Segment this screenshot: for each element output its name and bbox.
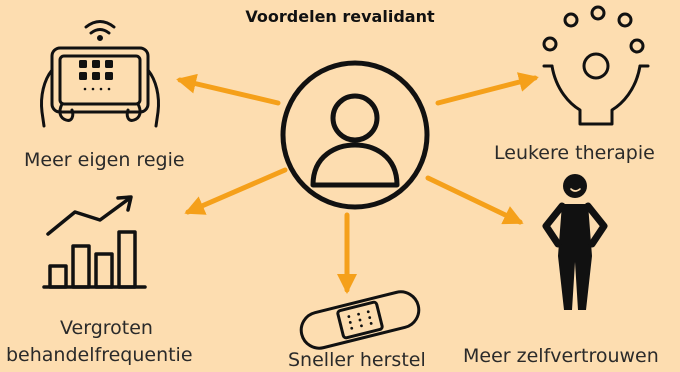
- arrow-to-behandelfrequentie: [184, 167, 288, 215]
- label-sneller-herstel: Sneller herstel: [288, 349, 426, 371]
- label-vergroten: Vergroten: [60, 317, 153, 339]
- label-behandelfrequentie: behandelfrequentie: [6, 344, 193, 366]
- confident-person-icon: [542, 174, 608, 310]
- diagram-title: Voordelen revalidant: [245, 7, 435, 26]
- bandage-icon: [299, 290, 421, 350]
- juggling-person-icon: [542, 5, 650, 126]
- tablet-hands-icon: [40, 20, 160, 128]
- growth-bar-chart-icon: [42, 195, 147, 289]
- arrow-to-eigen-regie: [176, 73, 281, 106]
- user-avatar-icon: [280, 60, 430, 210]
- label-meer-eigen-regie: Meer eigen regie: [24, 149, 185, 171]
- arrow-to-zelfvertrouwen: [425, 175, 524, 225]
- label-leukere-therapie: Leukere therapie: [494, 142, 655, 164]
- label-meer-zelfvertrouwen: Meer zelfvertrouwen: [463, 345, 659, 367]
- arrow-to-leukere-therapie: [435, 72, 539, 106]
